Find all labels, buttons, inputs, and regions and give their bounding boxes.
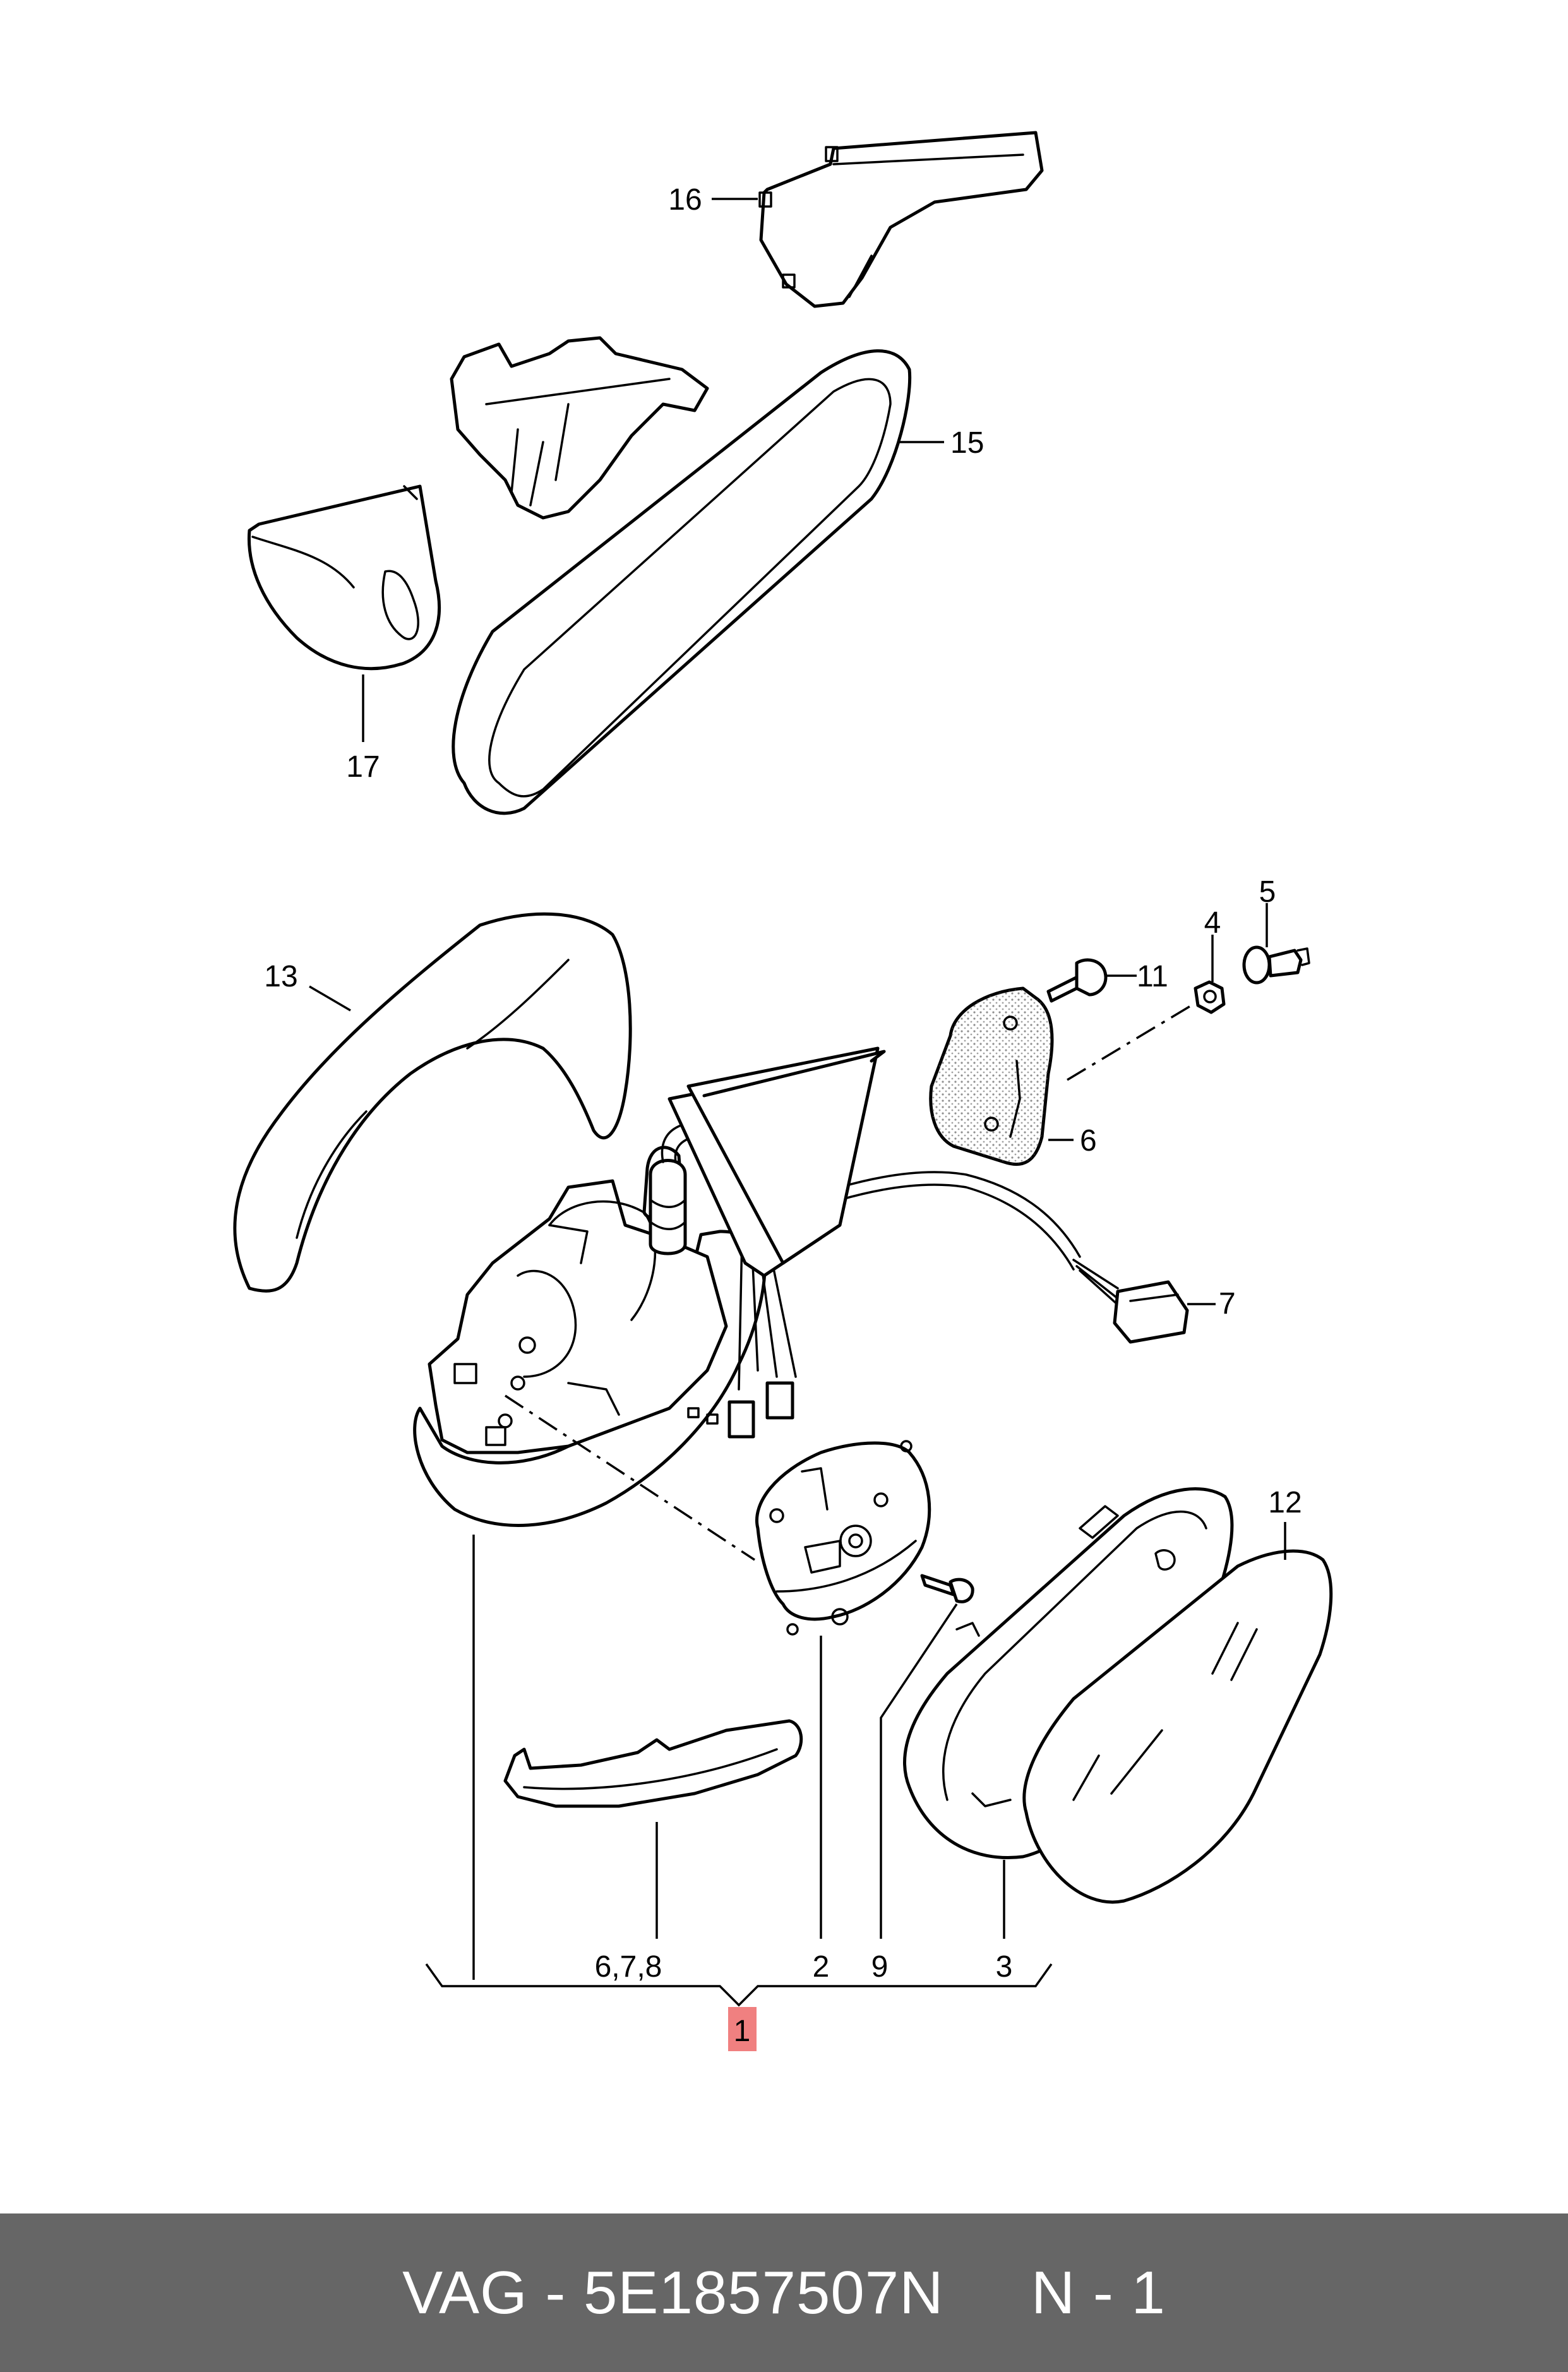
part-9-screw (920, 1574, 974, 1603)
part-5-clip (1242, 945, 1310, 985)
callout-678: 6,7,8 (595, 1950, 662, 1984)
callout-7: 7 (1219, 1287, 1236, 1321)
part-13-housing-cap (233, 912, 632, 1293)
part-11-screw (1046, 958, 1108, 1003)
part-12-mirror-glass (1022, 1549, 1333, 1904)
callout-9: 9 (871, 1950, 889, 1984)
callout-15: 15 (950, 426, 984, 460)
part-7-wiring-harness (839, 1171, 1189, 1344)
part-2-adjustment-motor (755, 1440, 931, 1636)
part-16-trim-piece (758, 131, 1044, 308)
part-glass-plates (667, 1046, 886, 1278)
callout-11: 11 (1137, 960, 1168, 993)
callout-6: 6 (1080, 1124, 1097, 1158)
callout-5: 5 (1259, 875, 1276, 909)
part-17-mount-cover (247, 484, 441, 671)
part-number-label: VAG - 5E1857507N N - 1 (402, 2258, 1166, 2327)
part-4-nut (1194, 980, 1226, 1014)
part-1-mirror-base (413, 1121, 797, 1527)
callout-16: 16 (668, 183, 702, 217)
exploded-parts-diagram: 1 2 3 4 5 6 7 9 11 12 13 15 16 17 6,7,8 (233, 131, 1333, 2051)
part-678-turn-signal (503, 1719, 803, 1808)
callout-17: 17 (346, 750, 380, 784)
part-3-glass-carrier (903, 1487, 1234, 1859)
callout-13: 13 (264, 960, 297, 993)
footer-bar: VAG - 5E1857507N N - 1 (0, 2213, 1568, 2372)
callout-2: 2 (813, 1950, 830, 1984)
part-6-heating-pad (929, 986, 1054, 1166)
callout-4: 4 (1204, 906, 1221, 940)
assembly-center-lines (505, 1003, 1194, 1561)
leader-lines (309, 198, 1286, 2007)
part-15-interior-mirror (450, 336, 912, 815)
callout-labels: 1 2 3 4 5 6 7 9 11 12 13 15 16 17 6,7,8 (264, 183, 1302, 2048)
callout-1: 1 (734, 2015, 751, 2048)
callout-3: 3 (996, 1950, 1013, 1984)
callout-12: 12 (1268, 1486, 1302, 1519)
callout-1-highlight (728, 2007, 757, 2051)
